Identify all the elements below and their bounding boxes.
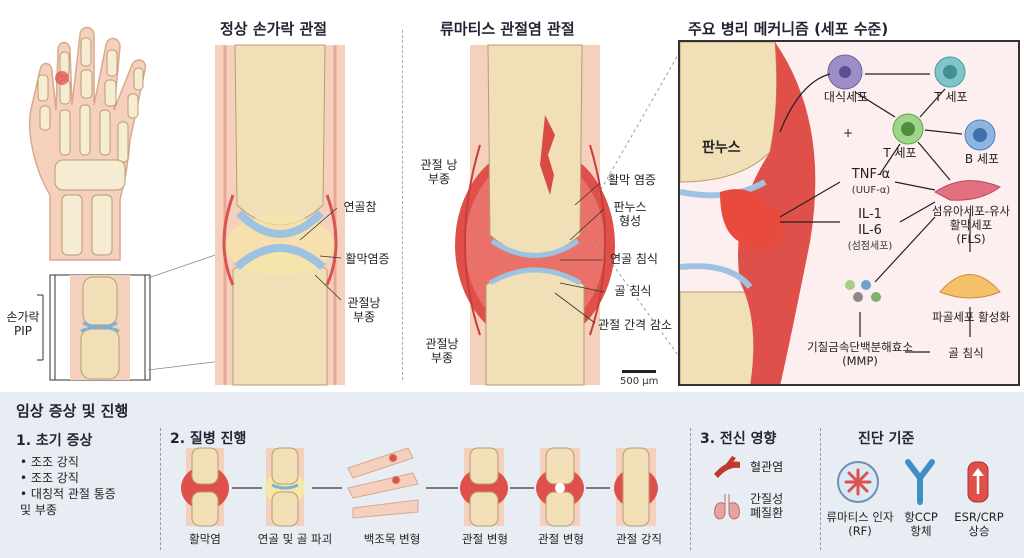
mech-bone-erosion-label: 골 침식: [948, 346, 984, 360]
ra-cartilage-erosion-label: 연골 침식: [610, 252, 658, 266]
mechanism-cells: [779, 54, 1001, 353]
systemic-item-1: 혈관염: [750, 460, 784, 474]
clinical-title: 임상 증상 및 진행: [16, 402, 129, 420]
diagnosis-item-2: 항CCP 항체: [904, 510, 938, 538]
normal-joint-illustration: [215, 44, 345, 386]
stage-ankylosis-icon: [614, 447, 658, 527]
stage-label-2: 연골 및 골 파괴: [257, 532, 333, 546]
ra-pannus-label: 판누스 형성: [613, 200, 647, 228]
systemic-heading: 3. 전신 영향: [700, 431, 777, 447]
mechanism-tissue: [680, 42, 816, 384]
progression-stage-icons: [181, 447, 658, 527]
ra-space-narrowing-label: 관절 간격 감소: [598, 318, 672, 332]
t-cell-mid-icon: [892, 113, 924, 145]
ra-joint-heading: 류마티스 관절염 관절: [440, 20, 575, 38]
mech-osteoclast-label: 파골세포 활성화: [932, 310, 1010, 324]
separator-2: [160, 428, 161, 550]
mech-il-sub-label: (섬점세포): [847, 241, 893, 252]
scale-bar: [622, 370, 656, 373]
mech-t-cell-mid-label: T 세포: [883, 146, 917, 160]
vasculitis-icon: [714, 456, 740, 478]
mech-tnf-label: TNF-α: [851, 167, 891, 182]
progression-heading: 2. 질병 진행: [170, 431, 247, 447]
mech-plus-label: +: [842, 126, 854, 140]
ra-capsule-top-label: 관절 낭 부종: [420, 158, 458, 186]
mech-pannus-label: 판누스: [702, 140, 741, 156]
separator-3: [690, 428, 691, 550]
ra-bone-erosion-label: 골 침식: [614, 284, 652, 298]
stage-label-5: 관절 변형: [538, 532, 584, 546]
systemic-item-2: 간질성 폐질환: [750, 492, 784, 520]
inflamed-pip-marker: [55, 71, 69, 85]
early-item-1: • 조조 강직: [20, 455, 79, 469]
early-item-2: • 조조 강직: [20, 471, 79, 485]
esr-crp-icon: [967, 461, 989, 503]
anti-ccp-icon: [905, 459, 935, 505]
stage-swan-neck-icon: [347, 447, 419, 519]
diagnosis-item-3: ESR/CRP 상승: [954, 510, 1004, 538]
normal-joint-heading: 정상 손가락 관절: [220, 20, 328, 38]
pip-label: 손가락 PIP: [6, 310, 40, 338]
fls-icon: [934, 180, 1001, 201]
rf-icon: [837, 461, 879, 503]
scale-bar-label: 500 μm: [620, 376, 659, 387]
b-cell-icon: [964, 119, 996, 151]
ra-synovial-label: 활막 염증: [608, 173, 656, 187]
mmp-icon: [845, 280, 881, 302]
mechanism-panel: 판누스 대식세포 T 세포 T 세포 B 세포 + TNF-α (UUF-α) …: [678, 40, 1020, 386]
hand-illustration: [28, 26, 147, 261]
early-item-3: • 대칭적 관절 통증 및 부종: [20, 487, 116, 517]
stage-label-6: 관절 강직: [616, 532, 662, 546]
separator-4: [820, 428, 821, 550]
normal-leaders: [299, 207, 342, 301]
stage-destruction-icon: [265, 447, 305, 527]
mech-macrophage-label: 대식세포: [823, 90, 869, 104]
normal-swelling-label: 관절낭 부종: [347, 296, 381, 324]
pip-inset: [37, 274, 151, 381]
mech-mmp-label: 기질금속단백분해효소 (MMP): [807, 340, 913, 368]
stage-deformity-1-icon: [460, 447, 508, 527]
mech-fls-label: 섬유아세포-유사 활막세포 (FLS): [931, 204, 1011, 246]
clinical-panel: 임상 증상 및 진행 1. 초기 증상 • 조조 강직 • 조조 강직 • 대칭…: [0, 392, 1024, 558]
osteoclast-icon: [939, 274, 1001, 299]
mech-tnf-sub-label: (UUF-α): [851, 185, 891, 196]
t-cell-icon: [934, 56, 966, 88]
ra-capsule-bottom-label: 관절낭 부종: [425, 337, 459, 365]
stage-label-4: 관절 변형: [462, 532, 508, 546]
macrophage-icon: [827, 54, 863, 90]
stage-deformity-2-icon: [536, 447, 584, 527]
mech-il1-label: IL-1: [858, 207, 882, 222]
normal-cartilage-label: 연골참: [343, 200, 377, 214]
mech-t-cell-top-label: T 세포: [934, 90, 968, 104]
separator-1: [402, 30, 403, 380]
ra-leaders: [554, 182, 605, 324]
early-heading: 1. 초기 증상: [16, 433, 93, 449]
stage-label-1: 활막염: [189, 532, 221, 546]
normal-synovitis-label: 활막염증: [345, 252, 390, 266]
ra-joint-illustration: [455, 44, 615, 386]
lung-icon: [714, 494, 740, 520]
stage-synovitis-icon: [181, 447, 229, 527]
mech-connector: [594, 54, 679, 356]
diagnosis-heading: 진단 기준: [858, 431, 915, 447]
mech-il6-label: IL-6: [858, 223, 882, 238]
mech-b-cell-label: B 세포: [964, 152, 1000, 166]
mechanism-heading: 주요 병리 메커니즘 (세포 수준): [688, 20, 889, 38]
stage-label-3: 백조목 변형: [363, 532, 421, 546]
diagnosis-item-1: 류마티스 인자 (RF): [826, 510, 894, 538]
